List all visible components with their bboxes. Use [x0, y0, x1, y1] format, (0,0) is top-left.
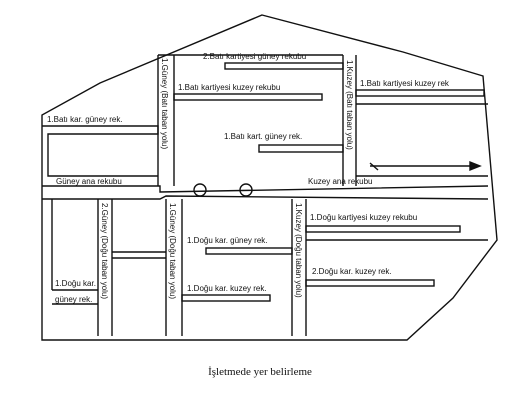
bati-1-kuzey-right-drift	[355, 89, 485, 97]
north-arrow-tail	[369, 162, 379, 171]
north-arrow-head	[469, 160, 482, 172]
mine-layout-diagram: 2.Batı kartiyesi güney rekubu 1.Batı kar…	[41, 14, 498, 341]
bati-1-guney-left-drift	[42, 125, 159, 177]
label-dogu-1-kartiye: 1.Doğu kartiyesi kuzey rekubu	[310, 213, 417, 222]
shaft-1	[193, 183, 207, 197]
label-guney-ana-rekubu: Güney ana rekubu	[56, 177, 122, 186]
label-bati-1-kuzey-right: 1.Batı kartiyesi kuzey rek	[360, 79, 450, 88]
bati-2-guney-drift	[224, 62, 344, 70]
label-kuzey-bati-taban: 1.Kuzey (Batı taban yolu)	[345, 60, 354, 150]
mine-boundary	[41, 14, 498, 341]
figure-caption: İşletmede yer belirleme	[208, 366, 312, 378]
dogu-1-kuzey-drift	[181, 294, 271, 302]
label-kuzey-ana-rekubu: Kuzey ana rekubu	[308, 177, 373, 186]
dogu-1-guney-drift	[205, 247, 293, 255]
dogu-1-kartiye-drift	[305, 225, 461, 233]
bati-1-guney-center-drift	[258, 144, 344, 153]
main-haulage-road	[42, 185, 489, 193]
label-kuzey-dogu-taban-1: 1.Kuzey (Doğu taban yolu)	[294, 203, 303, 298]
label-dogu-kar-left: 1.Doğu kar.	[55, 279, 96, 288]
label-dogu-2-kuzey: 2.Doğu kar. kuzey rek.	[312, 267, 392, 276]
shaft-2	[239, 183, 253, 197]
label-guney-rek-left: güney rek.	[55, 295, 92, 304]
label-bati-1-guney-center: 1.Batı kart. güney rek.	[224, 132, 302, 141]
label-dogu-1-kuzey: 1.Doğu kar. kuzey rek.	[187, 284, 267, 293]
label-guney-dogu-taban-2: 2.Güney (Doğu taban yolu)	[100, 203, 109, 299]
label-guney-bati-taban: 1.Güney (Batı taban yolu)	[160, 58, 169, 150]
label-bati-2-guney: 2.Batı kartiyesi güney rekubu	[203, 52, 306, 61]
dogu-2-kuzey-drift	[305, 279, 435, 287]
main-haulage-road-lower	[42, 195, 489, 200]
bati-1-kuzey-drift	[173, 93, 323, 101]
label-bati-1-kuzey-center: 1.Batı kartiyesi kuzey rekubu	[178, 83, 280, 92]
label-bati-1-guney-left: 1.Batı kar. güney rek.	[47, 115, 123, 124]
label-guney-dogu-taban-1: 1.Güney (Doğu taban yolu)	[168, 203, 177, 299]
label-dogu-1-guney: 1.Doğu kar. güney rek.	[187, 236, 268, 245]
